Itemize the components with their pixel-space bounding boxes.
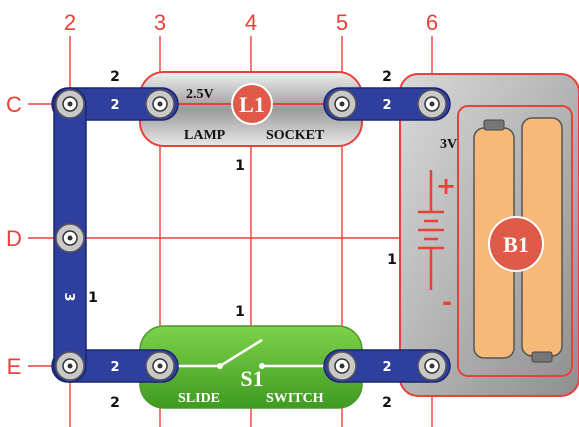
switch-label-left: SLIDE [178, 391, 220, 406]
lamp-id-badge [231, 83, 273, 125]
wire-top-right [323, 87, 451, 121]
row-label-E: E [7, 354, 22, 379]
snap-connectors [55, 89, 447, 381]
battery-level: 1 [387, 252, 397, 268]
switch-contact-left [217, 363, 223, 369]
col-label-4: 4 [245, 10, 257, 35]
battery-id-badge [488, 216, 544, 272]
switch-label-right: SWITCH [266, 391, 324, 406]
snap-C6 [417, 89, 447, 119]
wire-top-left-label: 2 [110, 98, 119, 113]
wire-left-vertical-level: 1 [88, 290, 98, 306]
battery-id: B1 [503, 232, 529, 257]
lamp-level: 1 [235, 158, 245, 174]
lamp-id: L1 [239, 92, 265, 117]
wire-top-right-label: 2 [382, 98, 391, 113]
battery-cell-right-cap [531, 351, 553, 363]
snap-E5 [327, 351, 357, 381]
switch-id: S1 [240, 366, 263, 391]
wire-left-vertical-label: 3 [61, 292, 76, 301]
row-label-C: C [6, 92, 22, 117]
battery-inner-outline [457, 105, 573, 377]
snap-C3 [145, 89, 175, 119]
col-label-5: 5 [336, 10, 348, 35]
row-label-D: D [6, 226, 22, 251]
battery-plus: + [436, 172, 456, 200]
lamp-label-left: LAMP [184, 128, 226, 143]
wire-bottom-left-level: 2 [110, 395, 120, 411]
lamp-voltage: 2.5V [186, 87, 214, 102]
col-label-3: 3 [154, 10, 166, 35]
battery-holder: B1 3V + - [399, 73, 579, 397]
switch-contact-right [259, 363, 265, 369]
lamp-label-right: SOCKET [266, 128, 325, 143]
lamp-socket: L1 2.5V LAMP SOCKET [139, 71, 363, 147]
snap-C2 [55, 89, 85, 119]
battery-symbol-icon [418, 170, 444, 290]
switch-lever-icon [219, 338, 263, 368]
snap-E6 [417, 351, 447, 381]
snap-D2 [55, 223, 85, 253]
battery-minus: - [442, 288, 452, 316]
wire-top-left-level: 2 [110, 69, 120, 85]
battery-voltage: 3V [440, 137, 457, 152]
col-label-2: 2 [64, 10, 76, 35]
wire-bottom-right [323, 349, 451, 383]
wire-bottom-right-level: 2 [382, 395, 392, 411]
switch-level: 1 [235, 304, 245, 320]
snap-E3 [145, 351, 175, 381]
snap-E2 [55, 351, 85, 381]
wire-top-right-level: 2 [382, 69, 392, 85]
wire-bottom-left-label: 2 [110, 360, 119, 375]
battery-cell-left-cap [483, 119, 505, 131]
snap-wires [51, 87, 451, 383]
col-label-6: 6 [426, 10, 438, 35]
snap-C5 [327, 89, 357, 119]
wire-bottom-right-label: 2 [382, 360, 391, 375]
